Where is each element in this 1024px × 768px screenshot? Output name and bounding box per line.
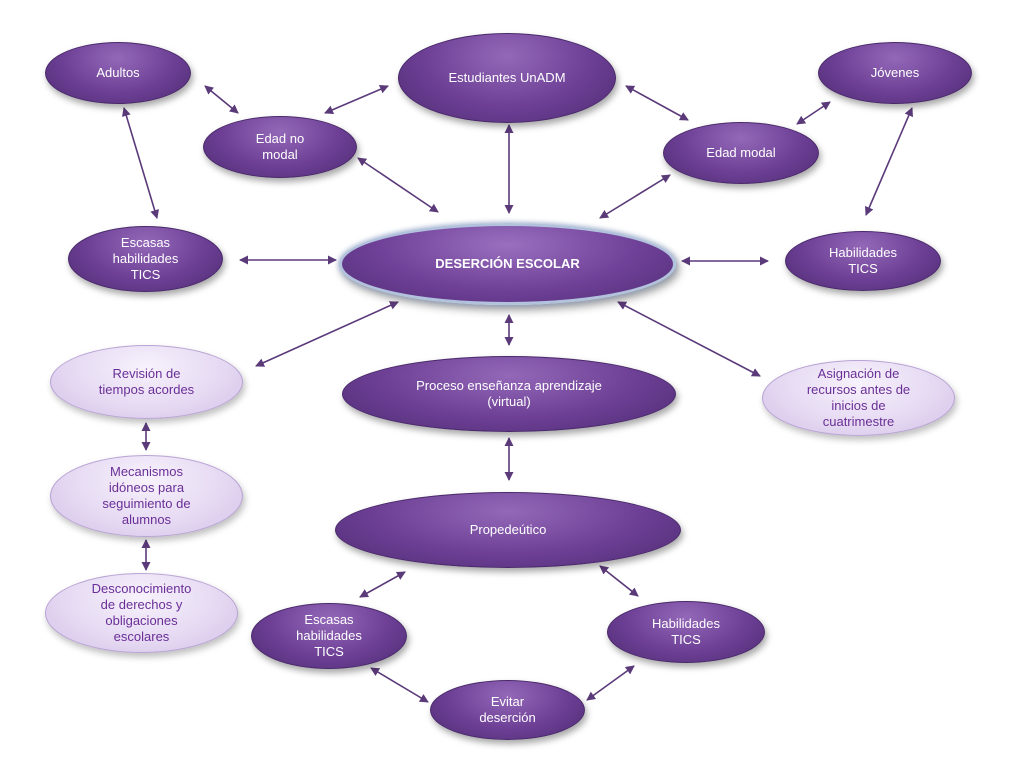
arrow-edad-modal-desercion (599, 174, 671, 219)
arrow-desercion-asignacion (617, 301, 761, 377)
node-mecanismos-label: Mecanismos idóneos para seguimiento de a… (102, 463, 191, 528)
node-asignacion-label: Asignación de recursos antes de inicios … (806, 365, 911, 430)
node-evitar-label: Evitar deserción (479, 693, 536, 725)
node-asignacion: Asignación de recursos antes de inicios … (762, 360, 955, 436)
arrow-edad-no-modal-estudiantes (324, 85, 389, 114)
node-habilidades-top-label: Habilidades TICS (829, 244, 897, 276)
node-evitar: Evitar deserción (430, 680, 585, 740)
node-desercion: DESERCIÓN ESCOLAR (339, 223, 676, 305)
node-escasas-top: Escasas habilidades TICS (68, 226, 223, 292)
node-revision: Revisión de tiempos acordes (50, 345, 243, 419)
node-mecanismos: Mecanismos idóneos para seguimiento de a… (50, 455, 243, 537)
node-habilidades-bottom-label: Habilidades TICS (652, 615, 720, 647)
node-edad-modal: Edad modal (663, 122, 819, 184)
arrow-propedeutico-escasas (359, 571, 406, 598)
node-revision-label: Revisión de tiempos acordes (98, 365, 195, 397)
arrow-adultos-edad-no-modal (204, 85, 239, 114)
node-escasas-bottom-label: Escasas habilidades TICS (296, 611, 362, 660)
node-desconocimiento: Desconocimiento de derechos y obligacion… (45, 573, 238, 653)
node-desercion-label: DESERCIÓN ESCOLAR (435, 255, 580, 271)
node-escasas-top-label: Escasas habilidades TICS (112, 234, 179, 283)
node-desconocimiento-label: Desconocimiento de derechos y obligacion… (91, 580, 192, 645)
node-proceso-label: Proceso enseñanza aprendizaje (virtual) (416, 377, 602, 409)
node-habilidades-top: Habilidades TICS (785, 231, 941, 291)
node-jovenes: Jóvenes (818, 42, 972, 104)
node-proceso: Proceso enseñanza aprendizaje (virtual) (342, 356, 676, 432)
node-propedeutico: Propedeútico (335, 492, 681, 568)
node-escasas-bottom: Escasas habilidades TICS (251, 603, 407, 669)
node-edad-no-modal: Edad no modal (203, 116, 357, 178)
node-propedeutico-label: Propedeútico (469, 521, 547, 537)
arrow-estudiantes-edad-modal (625, 85, 689, 121)
arrow-edad-no-modal-desercion (357, 157, 439, 213)
node-edad-no-modal-label: Edad no modal (255, 130, 305, 162)
node-adultos: Adultos (45, 42, 191, 104)
node-estudiantes-label: Estudiantes UnADM (448, 69, 566, 85)
arrow-edad-modal-jovenes (796, 101, 831, 125)
arrow-desercion-revision (255, 301, 399, 367)
node-estudiantes: Estudiantes UnADM (398, 33, 616, 123)
arrow-jovenes-habilidades (865, 107, 913, 216)
arrow-adultos-escasas (121, 107, 160, 219)
node-edad-modal-label: Edad modal (706, 144, 776, 160)
arrow-escasas-evitar (370, 667, 429, 703)
node-jovenes-label: Jóvenes (870, 64, 920, 80)
arrow-evitar-habilidades (586, 665, 635, 701)
node-adultos-label: Adultos (96, 64, 140, 80)
node-habilidades-bottom: Habilidades TICS (607, 601, 765, 663)
arrow-propedeutico-habilidades (599, 565, 639, 597)
